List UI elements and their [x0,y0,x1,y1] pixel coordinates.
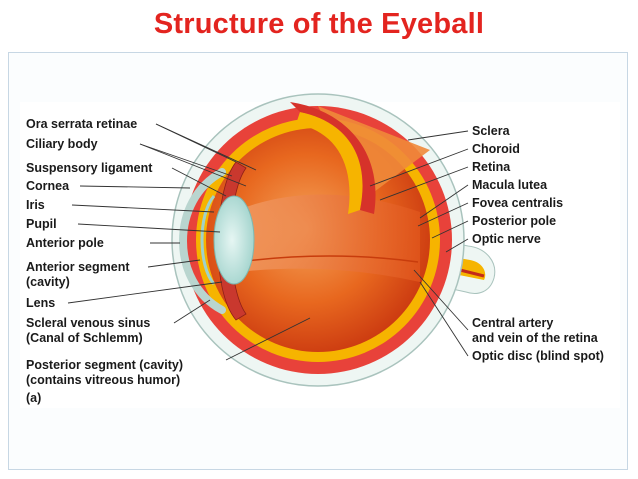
label-choroid: Choroid [472,142,520,156]
label-retina: Retina [472,160,511,174]
cutaway-edge [237,255,419,263]
label-vitreous-humor: (contains vitreous humor) [26,373,181,387]
label-sclera: Sclera [472,124,510,138]
label-macula-lutea: Macula lutea [472,178,548,192]
label-pupil: Pupil [26,217,57,231]
label-scleral-venous-sinus: Scleral venous sinus [26,316,151,330]
label-anterior-segment-cavity: (cavity) [26,275,70,289]
label-iris: Iris [26,198,45,212]
label-canal-of-schlemm: (Canal of Schlemm) [26,331,143,345]
anterior-chamber [200,195,216,285]
label-posterior-pole: Posterior pole [472,214,557,228]
label-anterior-pole: Anterior pole [26,236,104,250]
label-figure-a: (a) [26,391,42,405]
lens [213,195,255,285]
cornea [179,168,226,314]
label-optic-disc: Optic disc (blind spot) [472,349,604,363]
label-suspensory-ligament: Suspensory ligament [26,161,153,175]
label-optic-nerve: Optic nerve [472,232,541,246]
label-cornea: Cornea [26,179,70,193]
leader-lines-left [67,123,311,361]
wedge-retina-band [296,112,363,214]
label-central-artery: Central artery [472,316,554,330]
label-fovea-centralis: Fovea centralis [472,196,564,210]
label-vein-of-retina: and vein of the retina [472,331,598,345]
label-anterior-segment: Anterior segment [26,260,130,274]
label-ora-serrata: Ora serrata retinae [26,117,138,131]
label-posterior-segment: Posterior segment (cavity) [26,358,183,372]
cutaway-section [238,194,420,282]
wedge-choroid-band [290,102,376,214]
label-lens: Lens [26,296,56,310]
label-ciliary-body: Ciliary body [26,137,98,151]
slide-title: Structure of the Eyeball [153,8,485,40]
leader-lines-right [369,130,469,357]
